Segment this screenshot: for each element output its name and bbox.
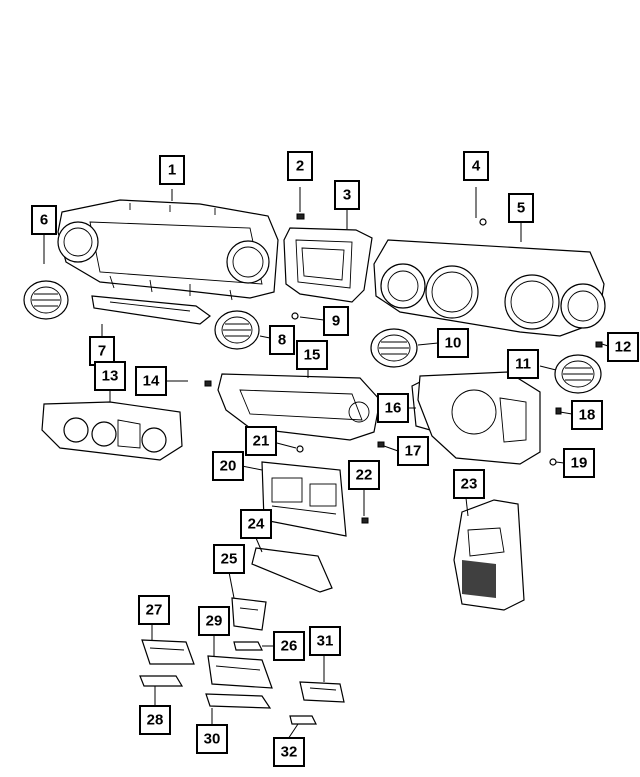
callout-24: 24 bbox=[240, 509, 272, 539]
part-21-screw bbox=[296, 445, 304, 453]
callout-label: 20 bbox=[220, 458, 237, 475]
callout-19: 19 bbox=[563, 448, 595, 478]
callout-label: 8 bbox=[278, 332, 286, 349]
part-18-clip bbox=[555, 407, 562, 415]
callout-label: 30 bbox=[204, 731, 221, 748]
callout-14: 14 bbox=[135, 366, 167, 396]
callout-label: 26 bbox=[281, 638, 298, 655]
part-8-round-vent bbox=[214, 310, 260, 350]
callout-16: 16 bbox=[377, 393, 409, 423]
part-32-mat bbox=[289, 715, 317, 725]
callout-label: 28 bbox=[147, 712, 164, 729]
callout-26: 26 bbox=[273, 631, 305, 661]
part-7-trim-strip bbox=[91, 295, 211, 325]
callout-7: 7 bbox=[89, 336, 115, 366]
callout-1: 1 bbox=[159, 155, 185, 185]
part-11-round-vent bbox=[554, 354, 602, 394]
callout-label: 11 bbox=[515, 356, 531, 373]
callout-label: 7 bbox=[98, 343, 106, 360]
callout-label: 22 bbox=[356, 467, 373, 484]
callout-6: 6 bbox=[31, 205, 57, 235]
part-10-round-vent bbox=[370, 328, 418, 368]
callout-label: 29 bbox=[206, 613, 223, 630]
callout-2: 2 bbox=[287, 151, 313, 181]
callout-21: 21 bbox=[245, 426, 277, 456]
callout-label: 9 bbox=[332, 313, 340, 330]
callout-label: 31 bbox=[317, 633, 334, 650]
part-12-clip bbox=[595, 341, 603, 348]
callout-11: 11 bbox=[507, 349, 539, 379]
part-1-instrument-panel-bezel bbox=[57, 199, 279, 301]
part-13-climate-control bbox=[41, 401, 183, 461]
callout-label: 17 bbox=[405, 443, 422, 460]
callout-label: 5 bbox=[517, 200, 525, 217]
callout-label: 3 bbox=[343, 187, 351, 204]
callout-4: 4 bbox=[463, 151, 489, 181]
part-24-console-trim bbox=[251, 547, 333, 593]
callout-10: 10 bbox=[437, 328, 469, 358]
callout-25: 25 bbox=[213, 544, 245, 574]
part-17-clip bbox=[377, 441, 385, 448]
callout-label: 18 bbox=[579, 407, 596, 424]
callout-label: 13 bbox=[102, 368, 119, 385]
part-25-bracket bbox=[231, 597, 267, 631]
callout-22: 22 bbox=[348, 460, 380, 490]
callout-label: 27 bbox=[146, 602, 163, 619]
part-4-screw bbox=[479, 218, 487, 226]
callout-31: 31 bbox=[309, 626, 341, 656]
part-27-storage-bin bbox=[141, 639, 195, 665]
part-14-clip bbox=[204, 380, 212, 387]
callout-15: 15 bbox=[296, 340, 328, 370]
part-6-round-vent bbox=[23, 280, 69, 320]
callout-label: 10 bbox=[445, 335, 462, 352]
part-31-cup-holder bbox=[299, 681, 345, 703]
part-19-screw bbox=[549, 458, 557, 466]
callout-27: 27 bbox=[138, 595, 170, 625]
callout-32: 32 bbox=[273, 737, 305, 767]
part-28-mat bbox=[139, 675, 184, 687]
part-30-mat bbox=[205, 693, 272, 709]
callout-label: 2 bbox=[296, 158, 304, 175]
callout-28: 28 bbox=[139, 705, 171, 735]
callout-5: 5 bbox=[508, 193, 534, 223]
part-26-pad bbox=[233, 641, 263, 651]
callout-label: 21 bbox=[253, 433, 270, 450]
callout-label: 4 bbox=[472, 158, 481, 175]
callout-label: 25 bbox=[221, 551, 238, 568]
callout-label: 24 bbox=[248, 516, 265, 533]
part-20-switch-bezel bbox=[261, 461, 347, 537]
callout-12: 12 bbox=[607, 332, 639, 362]
part-23-console-side-panel bbox=[453, 499, 525, 611]
part-5-center-bezel bbox=[373, 239, 606, 337]
part-3-cluster-frame bbox=[283, 227, 373, 303]
callout-label: 12 bbox=[615, 339, 632, 356]
part-16-steering-column-housing bbox=[417, 371, 541, 465]
callout-label: 19 bbox=[571, 455, 588, 472]
callout-label: 1 bbox=[168, 162, 176, 179]
callout-label: 23 bbox=[461, 476, 478, 493]
part-29-tray bbox=[207, 655, 273, 689]
callout-30: 30 bbox=[196, 724, 228, 754]
part-9-screw bbox=[291, 312, 299, 320]
callout-label: 15 bbox=[304, 347, 321, 364]
callout-13: 13 bbox=[94, 361, 126, 391]
callout-label: 16 bbox=[385, 400, 402, 417]
callout-label: 6 bbox=[40, 212, 48, 229]
callout-3: 3 bbox=[334, 180, 360, 210]
callout-8: 8 bbox=[269, 325, 295, 355]
callout-17: 17 bbox=[397, 436, 429, 466]
callout-29: 29 bbox=[198, 606, 230, 636]
callout-9: 9 bbox=[323, 306, 349, 336]
callout-label: 32 bbox=[281, 744, 298, 761]
callout-label: 14 bbox=[143, 373, 160, 390]
part-15-center-stack-bezel bbox=[217, 373, 381, 441]
callout-23: 23 bbox=[453, 469, 485, 499]
part-2-clip bbox=[296, 213, 305, 220]
callout-18: 18 bbox=[571, 400, 603, 430]
callout-20: 20 bbox=[212, 451, 244, 481]
part-22-clip bbox=[361, 517, 369, 524]
